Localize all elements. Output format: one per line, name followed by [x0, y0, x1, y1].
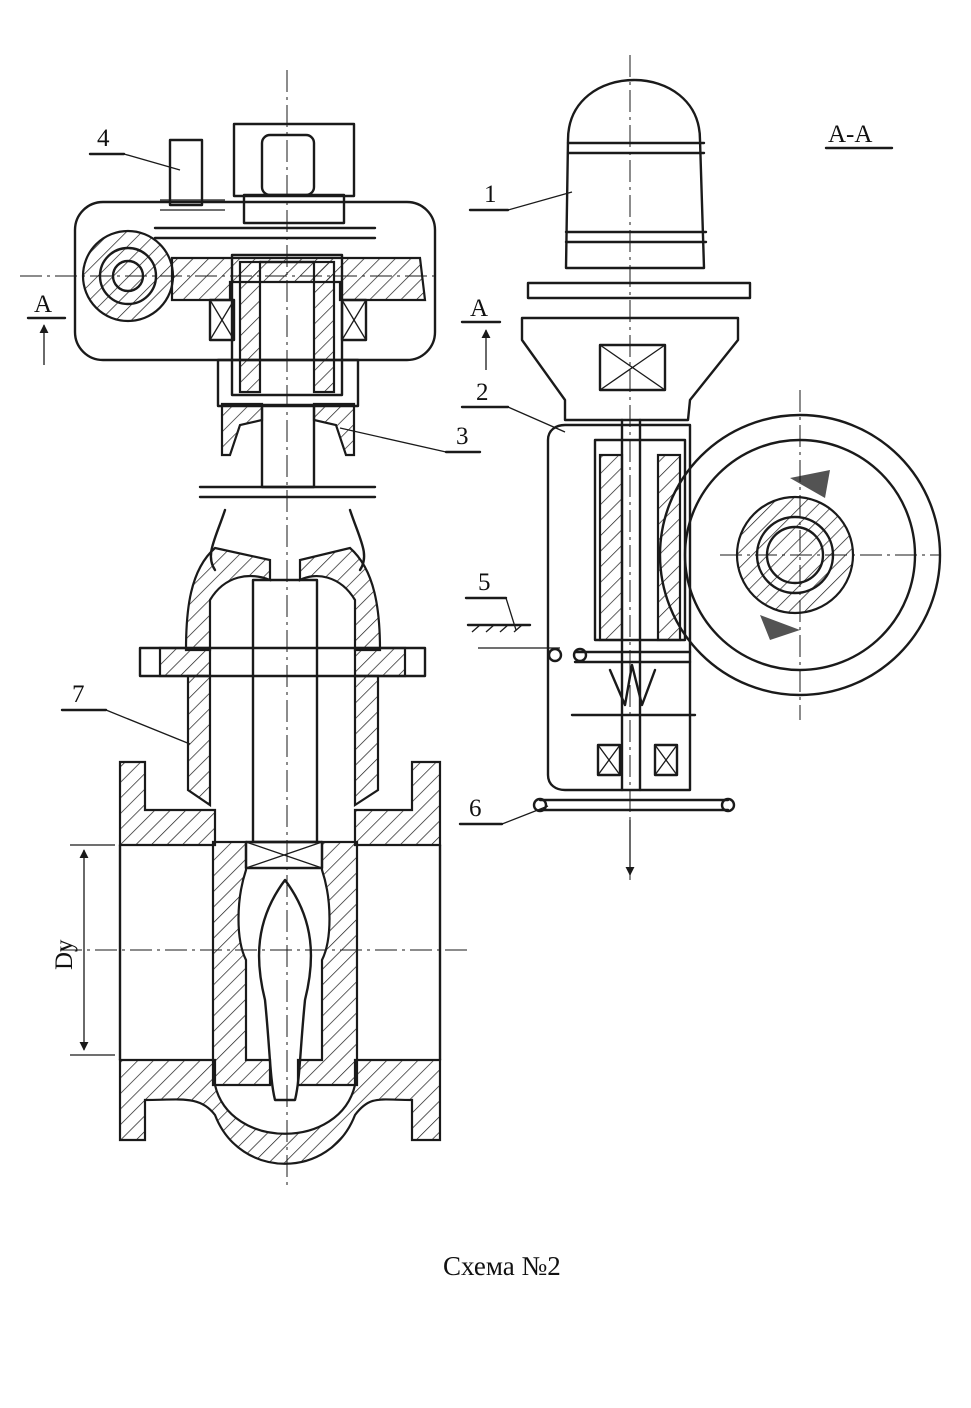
callout-4: 4 — [97, 125, 110, 152]
section-a-a — [460, 55, 942, 880]
dimension-label: Dy — [51, 939, 78, 970]
callout-7: 7 — [72, 681, 85, 708]
callout-5: 5 — [478, 569, 491, 596]
callout-2: 2 — [476, 379, 489, 406]
callout-3: 3 — [456, 423, 469, 450]
section-mark-right: А — [470, 295, 488, 322]
section-mark-left: А — [34, 291, 52, 318]
diagram-caption: Схема №2 — [443, 1251, 561, 1281]
callout-1: 1 — [484, 181, 497, 208]
section-title: А-А — [828, 121, 872, 148]
leader-lines — [60, 146, 894, 826]
callout-6: 6 — [469, 795, 482, 822]
gate-valve-assembly — [20, 70, 470, 1185]
